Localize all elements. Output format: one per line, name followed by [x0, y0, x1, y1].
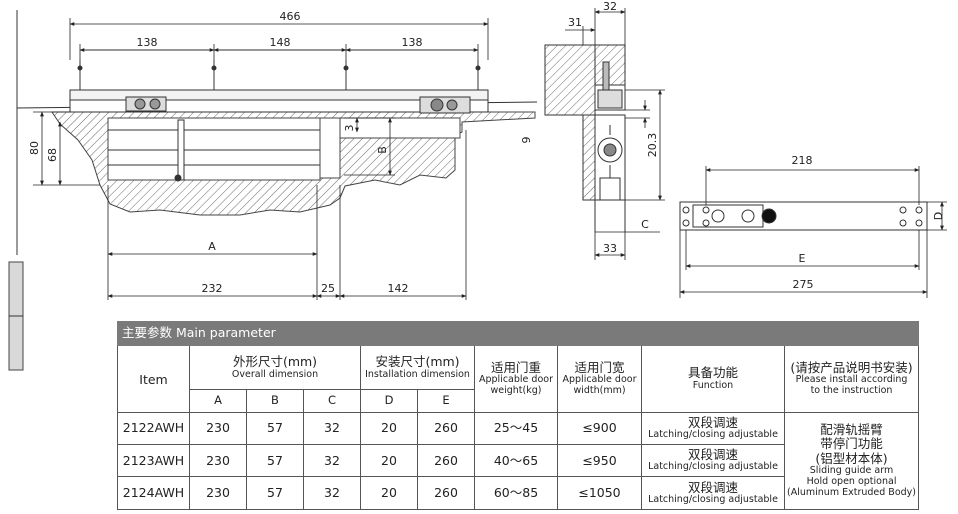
header-installation-dimension: 安装尺寸(mm) Installation dimension: [360, 345, 475, 391]
front-view-dimensions: [33, 18, 489, 300]
cell-D: 20: [360, 411, 418, 445]
cell-notes: 配滑轨摇臂 带停门功能 (铝型材本体) Sliding guide arm Ho…: [783, 411, 920, 510]
dim-142: 142: [388, 282, 409, 295]
dim-148: 148: [270, 36, 291, 49]
dim-D: D: [932, 212, 945, 220]
cell-function: 双段调速 Latching/closing adjustable: [641, 411, 785, 445]
cell-item: 2123AWH: [117, 443, 190, 478]
dim-80: 80: [28, 141, 41, 155]
cell-C: 32: [303, 411, 361, 445]
dim-33: 33: [603, 242, 617, 255]
subheader-C: C: [303, 389, 361, 413]
header-door-width: 适用门宽 Applicable door width(mm): [557, 345, 642, 413]
table-row: 2123AWH 230 57 32 20 260 40～65 ≤950 双段调速…: [117, 443, 919, 478]
header-door-weight: 适用门重 Applicable door weight(kg): [474, 345, 558, 413]
subheader-B: B: [246, 389, 304, 413]
dim-9: 9: [520, 137, 533, 144]
cell-C: 32: [303, 443, 361, 478]
cell-item: 2122AWH: [117, 411, 190, 445]
cell-weight: 60～85: [474, 476, 558, 510]
dim-138-left: 138: [137, 36, 158, 49]
subheader-E: E: [417, 389, 475, 413]
cell-width: ≤950: [557, 443, 642, 478]
cell-E: 260: [417, 476, 475, 510]
dim-B: B: [376, 146, 389, 154]
side-view-labels: 32 31 9 20.3 C 33: [520, 0, 659, 255]
cell-E: 260: [417, 443, 475, 478]
cell-D: 20: [360, 476, 418, 510]
dim-138-right: 138: [402, 36, 423, 49]
header-function: 具备功能 Function: [641, 345, 785, 413]
cell-width: ≤900: [557, 411, 642, 445]
dim-20-3: 20.3: [646, 133, 659, 158]
cell-A: 230: [189, 476, 247, 510]
mounting-plate-dimensions: [679, 166, 947, 298]
table-title: 主要参数 Main parameter: [116, 320, 920, 347]
dim-A: A: [208, 240, 216, 253]
roller-icons: [125, 96, 471, 114]
dim-466: 466: [280, 10, 301, 23]
main-parameter-table: 主要参数 Main parameter Item 外形尺寸(mm) Overal…: [116, 320, 920, 510]
dim-3: 3: [343, 125, 356, 132]
cell-E: 260: [417, 411, 475, 445]
cell-A: 230: [189, 411, 247, 445]
front-view: [8, 10, 538, 371]
side-view: [544, 44, 626, 232]
cell-B: 57: [246, 443, 304, 478]
dim-232: 232: [202, 282, 223, 295]
side-view-dimensions: [565, 8, 665, 260]
header-item: Item: [117, 345, 190, 413]
cell-weight: 40～65: [474, 443, 558, 478]
mounting-plate-labels: 218 D E 275: [792, 154, 946, 291]
dim-218: 218: [792, 154, 813, 167]
dim-C: C: [641, 218, 649, 231]
bolt-icons: [77, 60, 481, 90]
dim-68: 68: [46, 148, 59, 162]
cell-C: 32: [303, 476, 361, 510]
dim-275: 275: [793, 278, 814, 291]
subheader-A: A: [189, 389, 247, 413]
table-row: 2122AWH 230 57 32 20 260 25～45 ≤900 双段调速…: [117, 411, 920, 510]
subheader-D: D: [360, 389, 418, 413]
dim-25: 25: [321, 282, 335, 295]
cell-B: 57: [246, 476, 304, 510]
front-view-labels: 466 138 148 138 80 68 3 B A 232 25 142: [28, 10, 423, 295]
header-install-note: (请按产品说明书安装) Please install according to …: [783, 345, 920, 413]
table-row: 2124AWH 230 57 32 20 260 60～85 ≤1050 双段调…: [117, 476, 919, 510]
mounting-plate: [679, 201, 928, 231]
cell-B: 57: [246, 411, 304, 445]
header-overall-dimension: 外形尺寸(mm) Overall dimension: [189, 345, 361, 391]
dim-E: E: [799, 252, 806, 265]
cell-function: 双段调速 Latching/closing adjustable: [641, 476, 785, 510]
cell-A: 230: [189, 443, 247, 478]
cell-width: ≤1050: [557, 476, 642, 510]
dim-31: 31: [568, 16, 582, 29]
cell-function: 双段调速 Latching/closing adjustable: [641, 443, 785, 478]
dim-32: 32: [603, 0, 617, 13]
cell-item: 2124AWH: [117, 476, 190, 510]
cell-weight: 25～45: [474, 411, 558, 445]
cell-D: 20: [360, 443, 418, 478]
